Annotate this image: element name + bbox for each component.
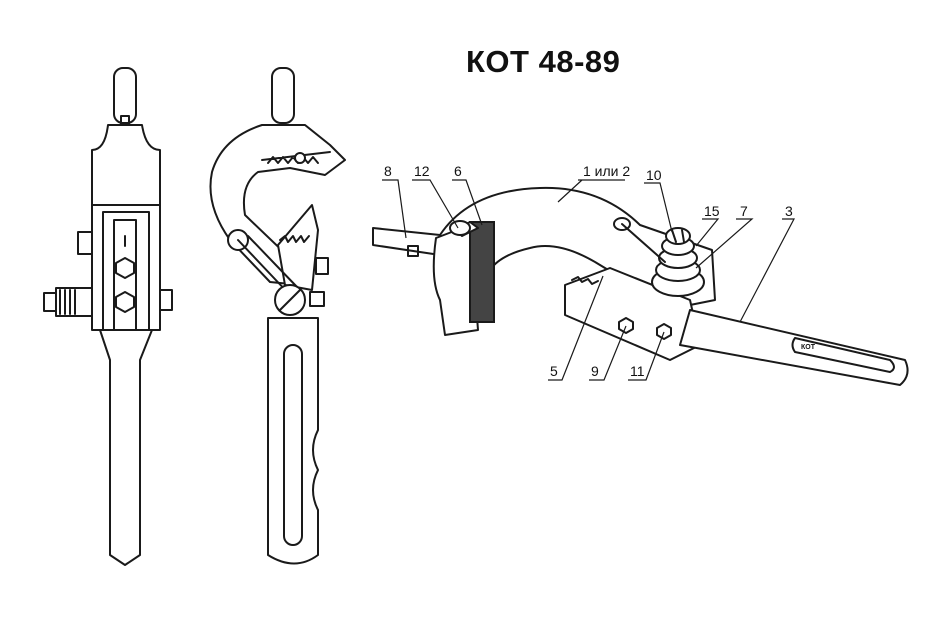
svg-text:6: 6: [454, 163, 462, 179]
callout-1-or-2: 1 или 2: [557, 163, 630, 203]
callout-10: 10: [644, 167, 673, 233]
diagram-title: КОТ 48-89: [466, 44, 621, 79]
callout-12: 12: [412, 163, 459, 229]
callout-3: 3: [739, 203, 795, 323]
callout-11: 11: [628, 331, 665, 381]
svg-text:10: 10: [646, 167, 662, 183]
isometric-view: КОТ: [372, 186, 909, 386]
svg-text:1 или 2: 1 или 2: [583, 163, 630, 179]
svg-text:5: 5: [550, 363, 558, 379]
svg-text:12: 12: [414, 163, 430, 179]
front-view: [43, 67, 173, 566]
callout-5: 5: [548, 275, 604, 381]
callout-9: 9: [589, 325, 627, 381]
svg-text:8: 8: [384, 163, 392, 179]
svg-text:9: 9: [591, 363, 599, 379]
handle-marking: КОТ: [801, 344, 816, 351]
callout-15: 15: [695, 203, 720, 247]
callouts: 8 12 6 1 или 2 10 15 7 3 5 9 11: [382, 163, 795, 381]
side-view: [209, 67, 346, 565]
callout-7: 7: [695, 203, 754, 269]
svg-text:7: 7: [740, 203, 748, 219]
svg-text:3: 3: [785, 203, 793, 219]
svg-text:15: 15: [704, 203, 720, 219]
callout-8: 8: [382, 163, 407, 239]
svg-text:11: 11: [630, 363, 645, 379]
callout-6: 6: [452, 163, 483, 226]
